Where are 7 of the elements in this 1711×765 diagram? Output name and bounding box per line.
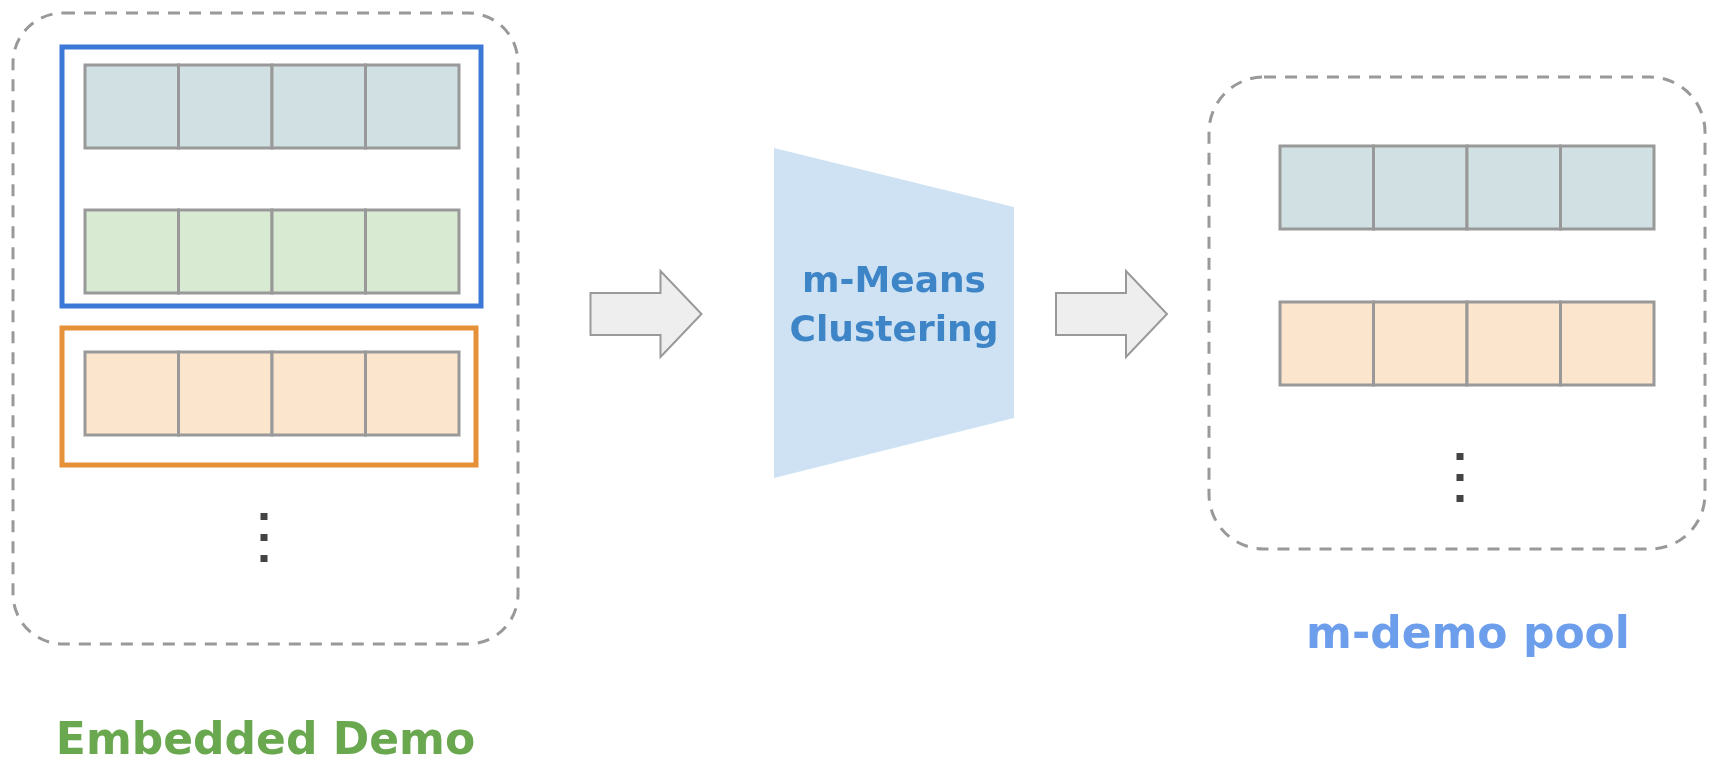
block-arrow (589, 268, 703, 360)
process-label: m-Means Clustering (788, 258, 1000, 351)
block-arrow (1055, 268, 1169, 360)
clustering-trapezoid (774, 148, 1014, 478)
group-title: m-demo pool (1305, 607, 1631, 658)
group-title: Embedded Demo (54, 713, 477, 764)
demo-pool-group (1209, 77, 1707, 657)
